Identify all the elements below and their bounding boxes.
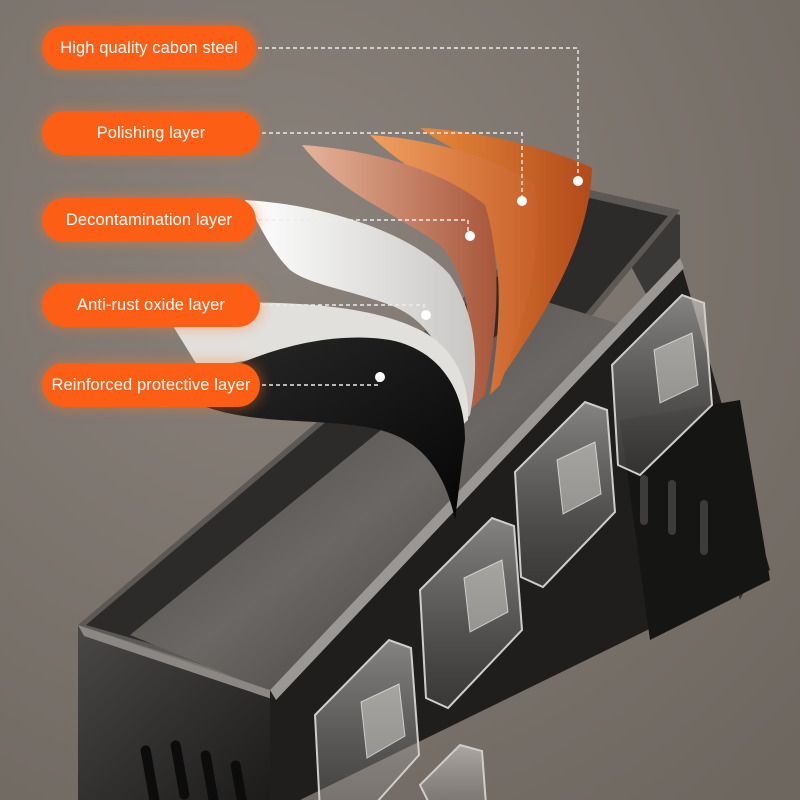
callout-anti-rust-layer: Anti-rust oxide layer xyxy=(42,283,260,327)
layer-anti-rust xyxy=(245,200,476,430)
callout-reinforced-protective-layer: Reinforced protective layer xyxy=(42,363,260,407)
dashed-leader-line xyxy=(258,47,579,386)
callout-carbon-steel: High quality cabon steel xyxy=(42,26,256,70)
layer-polishing xyxy=(370,135,538,395)
callout-decontamination-layer: Decontamination layer xyxy=(42,198,256,242)
drawer-row xyxy=(313,293,714,800)
layer-decontamination xyxy=(302,145,497,410)
spice-rack xyxy=(78,190,770,800)
leader-dot xyxy=(375,176,583,382)
layer-carbon-steel xyxy=(420,128,592,380)
callout-polishing-layer: Polishing layer xyxy=(42,111,260,155)
